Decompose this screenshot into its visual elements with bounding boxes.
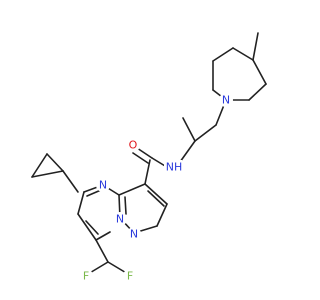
atom-label-N1: N (130, 228, 138, 241)
atom-label-F2: F (127, 270, 133, 283)
bond (147, 190, 165, 207)
bond (144, 159, 151, 185)
atom-label-N-amide: NH (166, 161, 183, 174)
bond (118, 183, 146, 196)
bond (85, 220, 99, 235)
bond (136, 147, 153, 159)
bond (194, 124, 217, 142)
bond (132, 152, 149, 164)
atom-O: O (126, 138, 140, 152)
atom-label-F1: F (83, 270, 89, 283)
bond (124, 196, 127, 215)
chemical-structure: O NH N N N N F F (31, 32, 267, 283)
bond (248, 83, 267, 101)
bond (31, 170, 64, 178)
bond (232, 47, 254, 61)
atom-F2: F (123, 269, 137, 283)
atom-label-O1: O (129, 139, 138, 152)
bond (95, 239, 109, 263)
atom-NH: NH (164, 160, 182, 174)
atom-N4: N (96, 178, 110, 192)
bond (86, 189, 102, 197)
bond (95, 231, 111, 241)
bond (252, 59, 267, 85)
bonds-group (31, 32, 267, 275)
bond (31, 153, 48, 178)
atom-label-N4: N (99, 179, 107, 192)
bond (156, 203, 168, 227)
bond (144, 183, 168, 205)
bond (77, 191, 85, 215)
atom-label-N-pip: N (222, 94, 230, 107)
bond (212, 47, 234, 62)
bond (252, 32, 259, 61)
bond (179, 140, 196, 163)
bond (182, 117, 196, 142)
bond (62, 170, 79, 193)
bond (77, 213, 97, 241)
atom-label-N7a: N (116, 213, 124, 226)
bond (46, 153, 64, 172)
atom-labels: O NH N N N N F F (79, 93, 233, 283)
atom-N7a: N (113, 212, 127, 226)
atom-N-piperidine: N (219, 93, 233, 107)
atom-F1: F (79, 269, 93, 283)
atom-N1: N (127, 227, 141, 241)
